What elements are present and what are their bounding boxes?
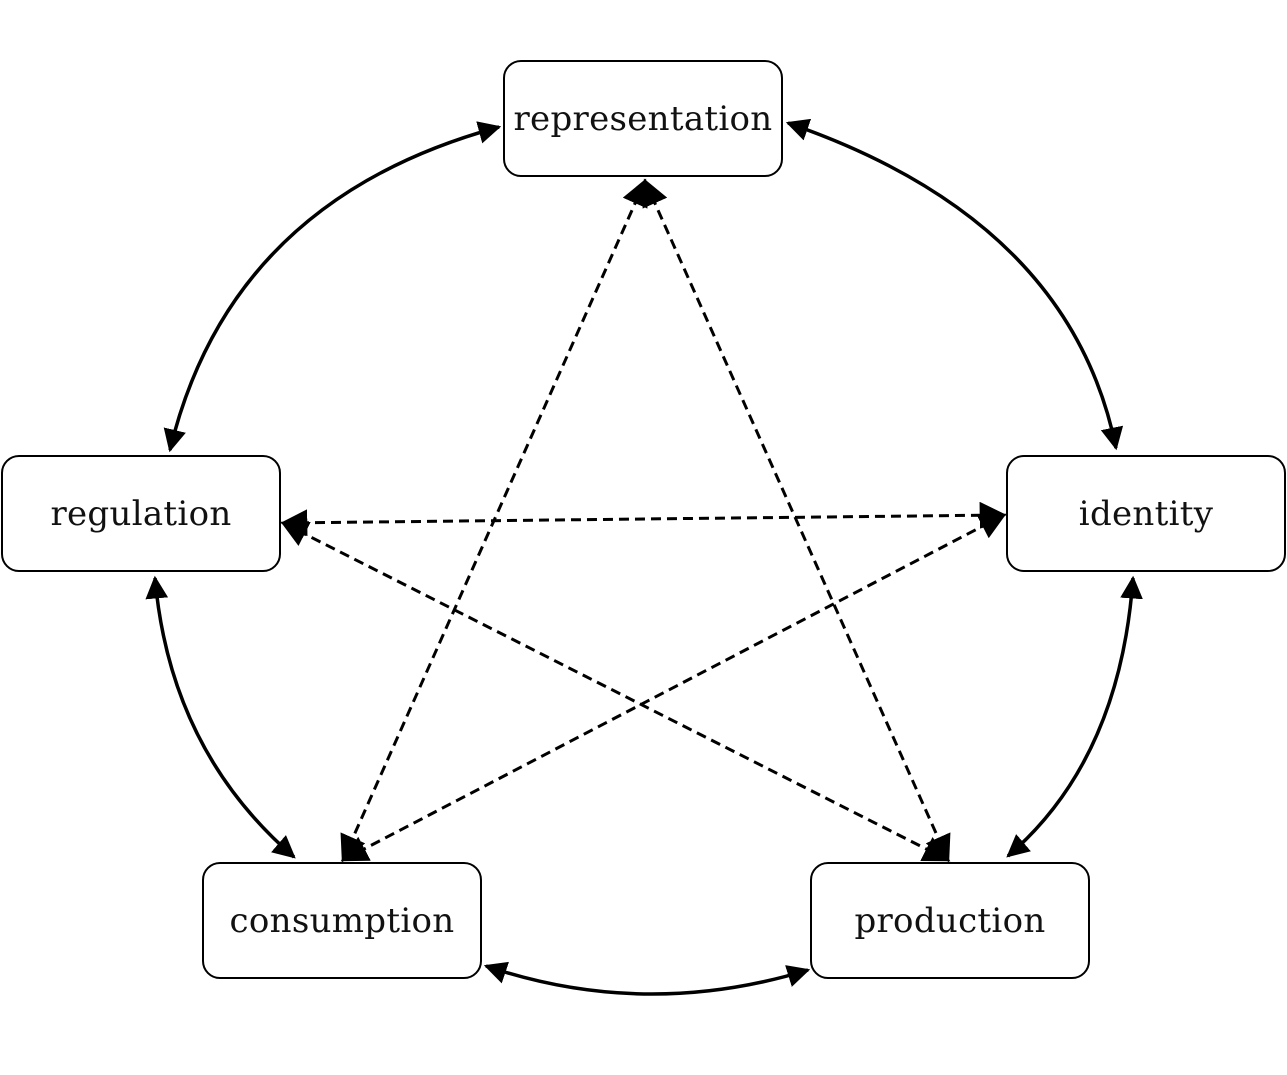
- edge-regulation-representation: [163, 121, 502, 453]
- node-consumption: consumption: [202, 862, 482, 979]
- node-label: representation: [513, 98, 773, 139]
- edge-representation-identity: [785, 118, 1124, 451]
- node-identity: identity: [1006, 455, 1286, 572]
- edge-regulation-identity: [280, 501, 1007, 537]
- node-representation: representation: [503, 60, 783, 177]
- node-label: regulation: [50, 493, 232, 534]
- node-production: production: [810, 862, 1090, 979]
- node-label: identity: [1078, 493, 1214, 534]
- edge-regulation-production: [280, 521, 951, 862]
- node-regulation: regulation: [1, 455, 281, 572]
- edge-consumption-regulation: [145, 575, 296, 859]
- edge-identity-consumption: [340, 513, 1007, 862]
- edge-representation-production: [642, 178, 951, 863]
- node-label: consumption: [229, 900, 455, 941]
- edge-production-consumption: [483, 961, 811, 996]
- edge-identity-production: [1006, 575, 1143, 858]
- node-label: production: [854, 900, 1046, 941]
